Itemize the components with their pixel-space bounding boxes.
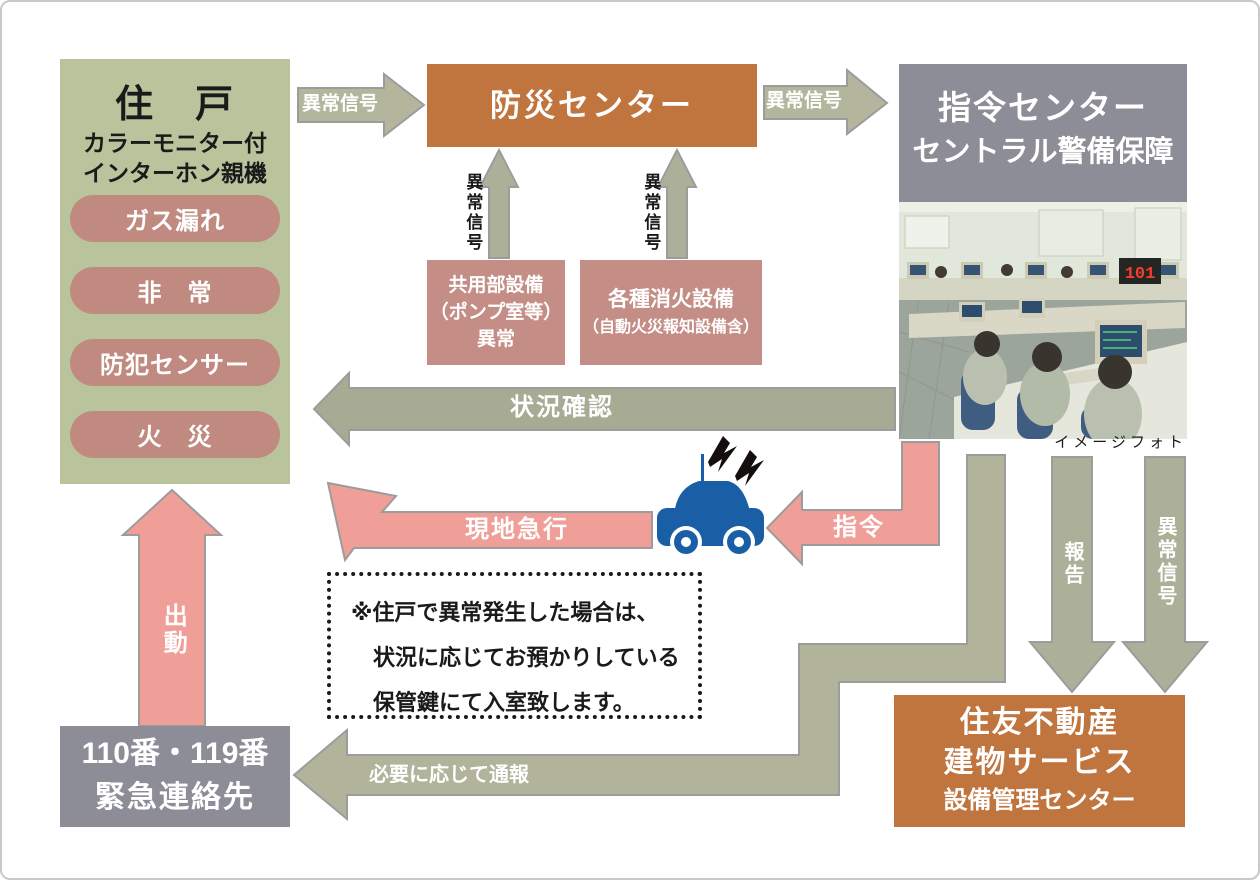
alarm-pill-emergency: 非 常: [70, 267, 280, 314]
arrow-house-to-bousai: [297, 71, 426, 139]
alarm-pill-fire: 火 災: [70, 411, 280, 458]
equipment2-line2: （自動火災報知設備含）: [582, 318, 759, 336]
arrow-bousai-to-shirei: [763, 67, 889, 137]
equipment2-box: 各種消火設備 （自動火災報知設備含）: [580, 260, 762, 365]
note-box: ※住戸で異常発生した場合は、 状況に応じてお預かりしている 保管鍵にて入室致しま…: [327, 572, 702, 719]
label-rush-to-site: 現地急行: [465, 515, 569, 543]
sumitomo-line2: 建物サービス: [943, 746, 1136, 779]
equipment1-box: 共用部設備 （ポンプ室等） 異常: [427, 260, 565, 365]
note-line1: ※住戸で異常発生した場合は、: [351, 600, 659, 625]
emergency-box: 110番・119番 緊急連絡先: [60, 726, 290, 827]
label-signal-down: 異常信号: [1154, 516, 1176, 608]
arrow-dispatch-up: [120, 488, 224, 727]
note-line3: 保管鍵にて入室致します。: [373, 690, 635, 715]
label-dispatch: 出動: [159, 603, 187, 657]
label-command: 指令: [833, 513, 885, 541]
label-status-check: 状況確認: [510, 393, 614, 421]
house-subtitle-2: インターホン親機: [83, 160, 267, 186]
alarm-pill-gas-leak: ガス漏れ: [70, 195, 280, 242]
house-box: 住 戸 カラーモニター付 インターホン親機 ガス漏れ 非 常 防犯センサー 火 …: [60, 59, 290, 484]
bousai-center-box: 防災センター: [427, 64, 757, 147]
siren-bolts-icon: [708, 436, 764, 486]
arrow-status-check: [312, 370, 896, 448]
sumitomo-line1: 住友不動産: [959, 706, 1120, 739]
arrow-notify-staircase: [292, 454, 1006, 822]
label-report: 報告: [1061, 541, 1083, 587]
label-signal-bousai-to-shirei: 異常信号: [765, 90, 843, 112]
arrow-report-down: [1027, 456, 1117, 694]
label-signal-up-left: 異常信号: [463, 173, 483, 253]
sumitomo-line3: 設備管理センター: [943, 787, 1136, 814]
shirei-center-line1: 指令センター: [938, 89, 1148, 126]
arrow-command: [765, 441, 940, 567]
label-signal-up-right: 異常信号: [641, 173, 661, 253]
label-signal-house-to-bousai: 異常信号: [301, 93, 379, 115]
house-subtitle-1: カラーモニター付: [83, 130, 267, 156]
arrow-rush-to-site: [326, 481, 653, 563]
sumitomo-box: 住友不動産 建物サービス 設備管理センター: [894, 695, 1185, 827]
control-room-photo: 101: [899, 202, 1187, 439]
shirei-center-box: 指令センター セントラル警備保障: [899, 64, 1187, 202]
alarm-pill-security-sensor: 防犯センサー: [70, 339, 280, 386]
house-title: 住 戸: [114, 84, 235, 126]
bousai-center-label: 防災センター: [490, 88, 694, 123]
equipment2-line1: 各種消火設備: [608, 287, 734, 311]
arrow-up-equipment2-icon: [656, 147, 698, 259]
note-line2: 状況に応じてお預かりしている: [373, 645, 680, 670]
patrol-car-icon: [657, 454, 764, 558]
emergency-line2: 緊急連絡先: [95, 781, 255, 814]
photo-caption: イメージフォト: [1054, 434, 1187, 451]
equipment1-line3: 異常: [476, 329, 515, 350]
equipment1-line2: （ポンプ室等）: [429, 302, 563, 323]
arrow-signal-down: [1120, 456, 1210, 694]
label-notify-as-needed: 必要に応じて通報: [369, 764, 529, 786]
arrow-up-equipment1-icon: [478, 147, 520, 259]
led-display: 101: [1125, 265, 1156, 284]
equipment1-line1: 共用部設備: [448, 275, 544, 296]
shirei-center-line2: セントラル警備保障: [912, 136, 1174, 168]
emergency-line1: 110番・119番: [81, 737, 269, 770]
